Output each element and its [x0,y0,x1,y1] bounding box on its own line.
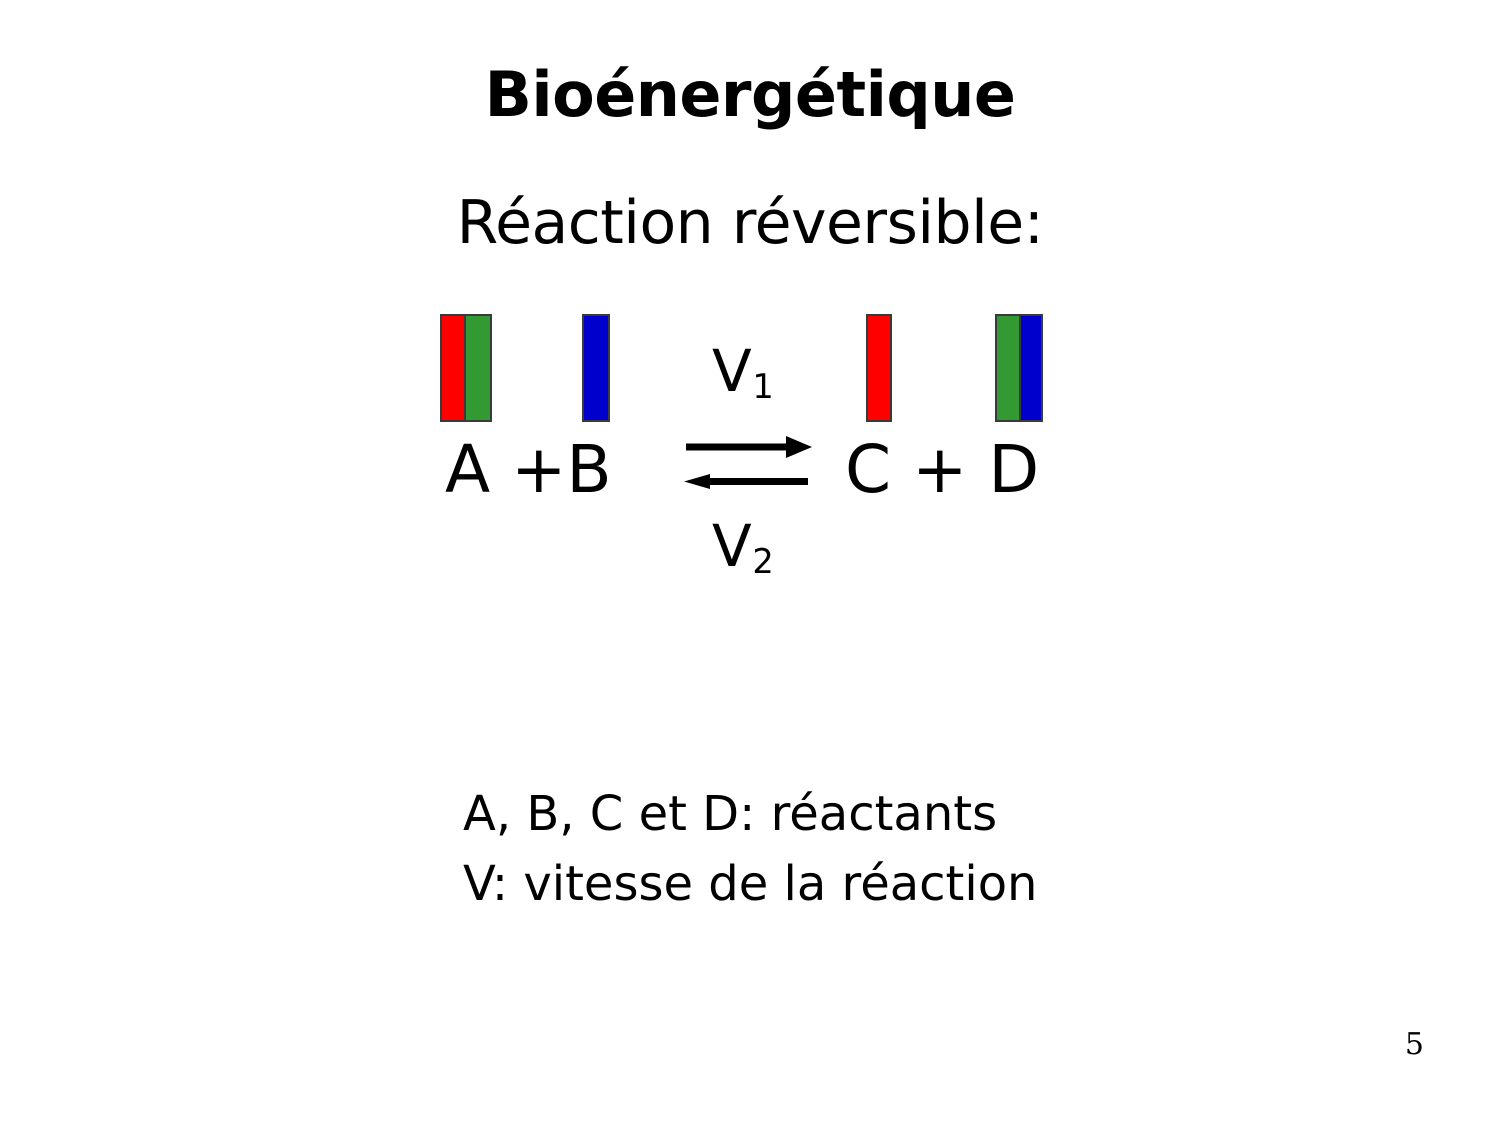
equation-products: C + D [845,431,1040,508]
arrow-left-icon [684,474,808,489]
reaction-diagram: A +B C + D V1 V2 [440,314,1043,579]
equilibrium-arrows-icon [684,436,812,489]
equation-reactants: A +B [445,431,612,508]
bar-segment [582,314,610,422]
forward-rate-subscript: 1 [752,367,774,407]
bar-segment [440,314,466,422]
reverse-rate-symbol: V [712,512,752,580]
reverse-rate-subscript: 2 [752,542,774,582]
bar-segment [995,314,1021,422]
page-number: 5 [1404,1027,1424,1062]
bar-group-product-c [866,314,892,422]
page-title: Bioénergétique [484,58,1016,131]
slide-subtitle: Réaction réversible: [456,188,1044,258]
forward-rate-symbol: V [712,337,752,405]
arrow-right-icon [686,436,812,458]
note-line-velocity: V: vitesse de la réaction [463,856,1038,912]
bar-group-reactant-b [582,314,610,422]
bar-group-product-d [995,314,1043,422]
bar-segment [1019,314,1043,422]
reverse-rate-label: V2 [712,517,774,579]
forward-rate-label: V1 [712,342,774,404]
bar-segment [866,314,892,422]
note-line-reactants: A, B, C et D: réactants [463,786,998,842]
bar-segment [464,314,492,422]
bar-group-reactant-a [440,314,492,422]
